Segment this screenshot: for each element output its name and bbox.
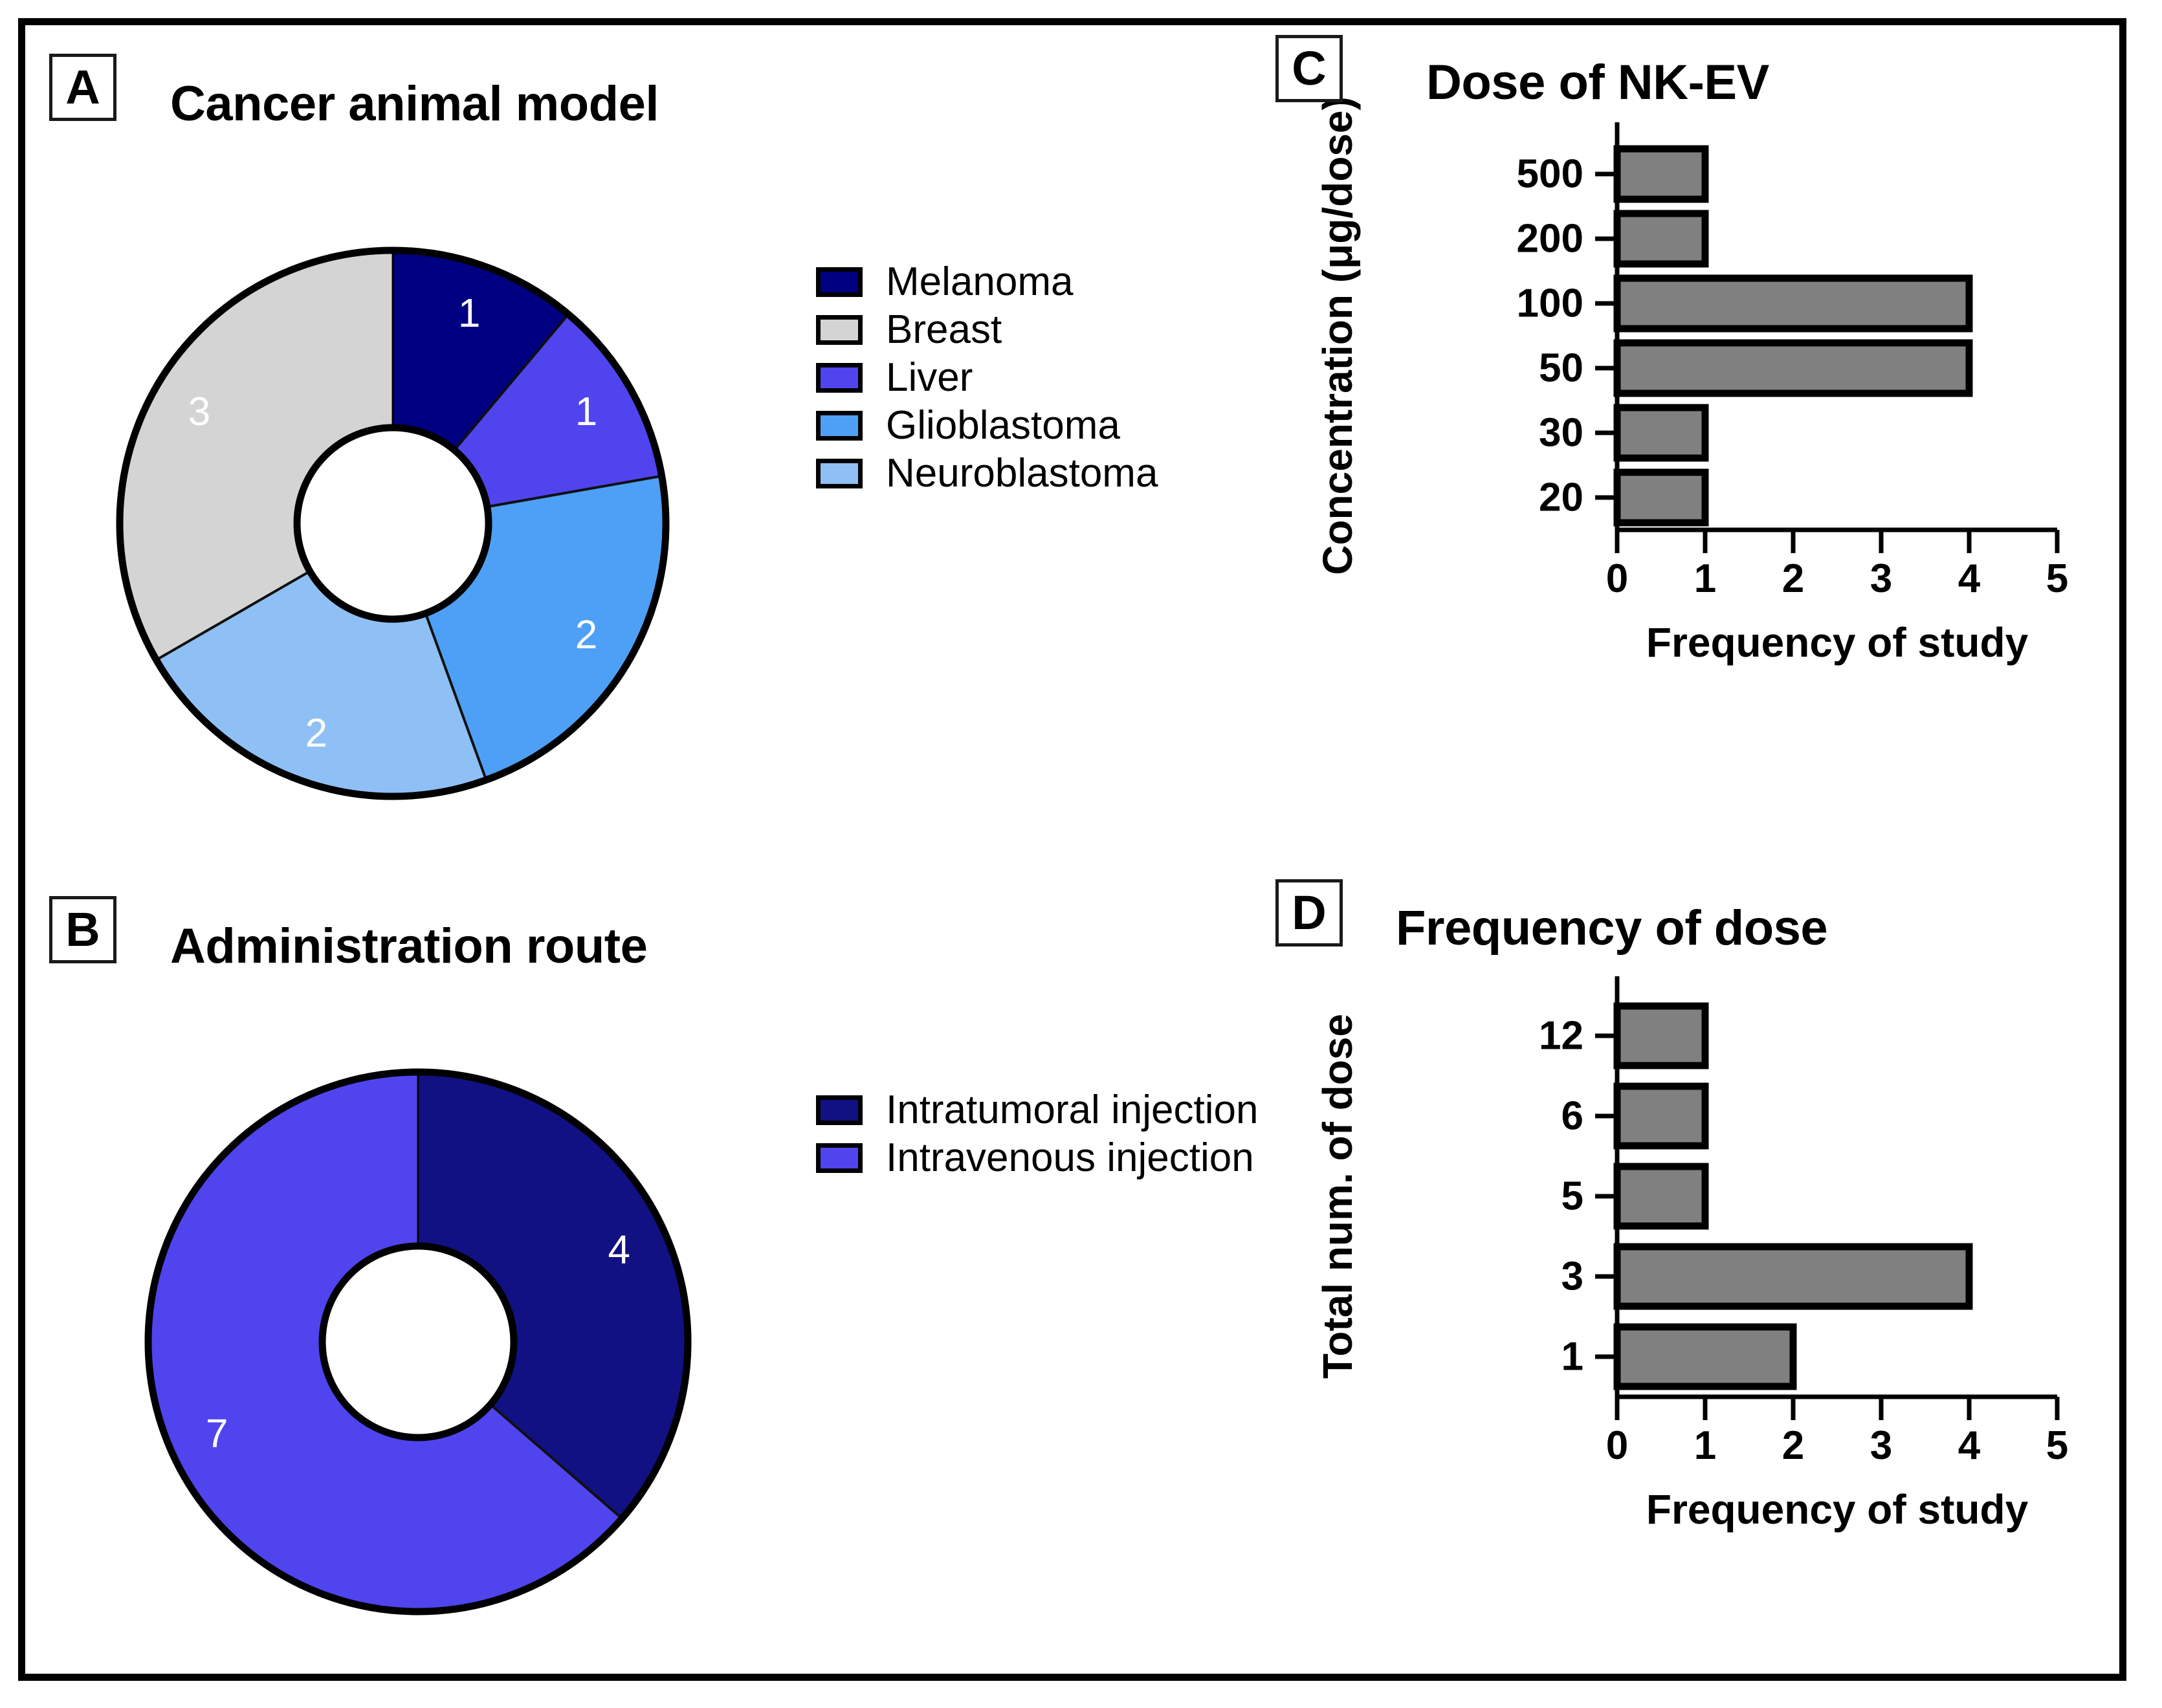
legend-item-liver[interactable]: Liver bbox=[816, 354, 1158, 402]
x-tick-label: 3 bbox=[1870, 1423, 1892, 1468]
panel-label-c: C bbox=[1275, 35, 1343, 102]
legend-label-intravenous-injection: Intravenous injection bbox=[886, 1135, 1254, 1180]
donut-a-outer-ring bbox=[116, 246, 670, 800]
x-tick-label: 5 bbox=[2046, 1423, 2068, 1468]
x-tick-label: 4 bbox=[1958, 556, 1981, 601]
x-tick-label: 0 bbox=[1606, 1423, 1628, 1468]
donut-b-value-labels: 47 bbox=[206, 1228, 630, 1456]
bar[interactable] bbox=[1613, 145, 1709, 203]
x-tick-label: 5 bbox=[2046, 556, 2068, 601]
legend-swatch-breast bbox=[816, 315, 863, 345]
donut-slice-divider bbox=[487, 474, 662, 509]
legend-swatch-melanoma bbox=[816, 267, 863, 297]
panel-title-a: Cancer animal model bbox=[170, 76, 659, 131]
x-tick-label: 2 bbox=[1782, 556, 1804, 601]
donut-slice-value: 7 bbox=[206, 1411, 228, 1456]
y-tick-label: 1 bbox=[1561, 1335, 1583, 1379]
donut-slice-value: 4 bbox=[608, 1228, 630, 1273]
donut-b-outer-ring bbox=[144, 1068, 692, 1615]
legend-label-neuroblastoma: Neuroblastoma bbox=[886, 451, 1158, 496]
y-tick-label: 500 bbox=[1517, 152, 1583, 197]
bar[interactable] bbox=[1613, 339, 1973, 397]
legend-item-melanoma[interactable]: Melanoma bbox=[816, 258, 1158, 306]
panel-title-d: Frequency of dose bbox=[1396, 901, 1828, 956]
bar[interactable] bbox=[1613, 1243, 1973, 1310]
x-tick-label: 1 bbox=[1694, 1423, 1716, 1468]
panel-label-b: B bbox=[49, 896, 116, 963]
bar[interactable] bbox=[1613, 1002, 1709, 1069]
donut-slice-value: 1 bbox=[458, 291, 480, 336]
bar[interactable] bbox=[1613, 1323, 1797, 1390]
donut-slice-divider bbox=[453, 313, 569, 451]
legend-swatch-liver bbox=[816, 363, 863, 393]
x-tick-label: 2 bbox=[1782, 1423, 1804, 1468]
donut-slice-divider bbox=[424, 613, 488, 781]
legend-item-neuroblastoma[interactable]: Neuroblastoma bbox=[816, 450, 1158, 498]
x-tick-label: 4 bbox=[1958, 1423, 1981, 1468]
legend-item-glioblastoma[interactable]: Glioblastoma bbox=[816, 402, 1158, 450]
bar[interactable] bbox=[1613, 210, 1709, 268]
donut-a-inner-hole bbox=[293, 424, 492, 623]
bar[interactable] bbox=[1613, 1082, 1709, 1150]
legend-cancer-animal-model: Melanoma Breast Liver Glioblastoma Neuro… bbox=[816, 258, 1158, 498]
legend-label-liver: Liver bbox=[886, 355, 973, 400]
legend-label-intratumoral-injection: Intratumoral injection bbox=[886, 1088, 1259, 1132]
legend-item-breast[interactable]: Breast bbox=[816, 306, 1158, 354]
legend-label-breast: Breast bbox=[886, 307, 1002, 352]
donut-a-value-labels: 1 1 2 2 3 bbox=[188, 291, 598, 756]
donut-slice-value: 2 bbox=[305, 711, 327, 756]
panel-title-c: Dose of NK-EV bbox=[1426, 55, 1769, 110]
y-tick-label: 6 bbox=[1561, 1094, 1583, 1139]
y-tick-label: 5 bbox=[1561, 1174, 1583, 1219]
y-tick-label: 100 bbox=[1517, 281, 1583, 326]
x-axis-title: Frequency of study bbox=[1646, 619, 2029, 666]
legend-item-intravenous-injection[interactable]: Intravenous injection bbox=[816, 1134, 1259, 1182]
legend-swatch-intravenous-injection bbox=[816, 1143, 863, 1173]
bar[interactable] bbox=[1613, 468, 1709, 527]
donut-a-svg: 1 1 2 2 3 bbox=[116, 246, 670, 800]
y-tick-label: 12 bbox=[1539, 1014, 1583, 1058]
y-axis-title: Total num. of dose bbox=[1314, 1014, 1361, 1379]
donut-slice-value: 3 bbox=[188, 389, 210, 434]
donut-slice-value: 2 bbox=[575, 613, 597, 657]
x-tick-label: 3 bbox=[1870, 556, 1892, 601]
y-axis-title: Concentration (μg/dose) bbox=[1314, 96, 1361, 575]
legend-administration-route: Intratumoral injection Intravenous injec… bbox=[816, 1086, 1259, 1182]
donut-slice-value: 1 bbox=[575, 389, 597, 434]
donut-b-inner-hole bbox=[318, 1242, 518, 1441]
y-tick-label: 20 bbox=[1539, 476, 1583, 520]
panel-title-b: Administration route bbox=[170, 919, 648, 974]
legend-swatch-neuroblastoma bbox=[816, 459, 863, 488]
y-tick-label: 50 bbox=[1539, 346, 1583, 391]
x-tick-label: 0 bbox=[1606, 556, 1628, 601]
panel-label-d: D bbox=[1275, 879, 1343, 947]
legend-swatch-glioblastoma bbox=[816, 411, 863, 441]
bar[interactable] bbox=[1613, 274, 1973, 333]
x-tick-label: 1 bbox=[1694, 556, 1716, 601]
donut-slice-divider bbox=[489, 1403, 623, 1520]
legend-swatch-intratumoral-injection bbox=[816, 1095, 863, 1125]
donut-b-svg: 47 bbox=[144, 1068, 692, 1615]
donut-chart-cancer-animal-model: 1 1 2 2 3 bbox=[108, 239, 678, 808]
bar[interactable] bbox=[1613, 404, 1709, 462]
legend-label-melanoma: Melanoma bbox=[886, 259, 1074, 304]
legend-item-intratumoral-injection[interactable]: Intratumoral injection bbox=[816, 1086, 1259, 1134]
bar[interactable] bbox=[1613, 1163, 1709, 1230]
y-tick-label: 3 bbox=[1561, 1254, 1583, 1299]
x-axis-title: Frequency of study bbox=[1646, 1486, 2029, 1533]
legend-label-glioblastoma: Glioblastoma bbox=[886, 403, 1120, 448]
panel-label-a: A bbox=[49, 54, 116, 121]
donut-slice-divider bbox=[155, 570, 311, 661]
y-tick-label: 30 bbox=[1539, 411, 1583, 455]
y-tick-label: 200 bbox=[1517, 217, 1583, 261]
